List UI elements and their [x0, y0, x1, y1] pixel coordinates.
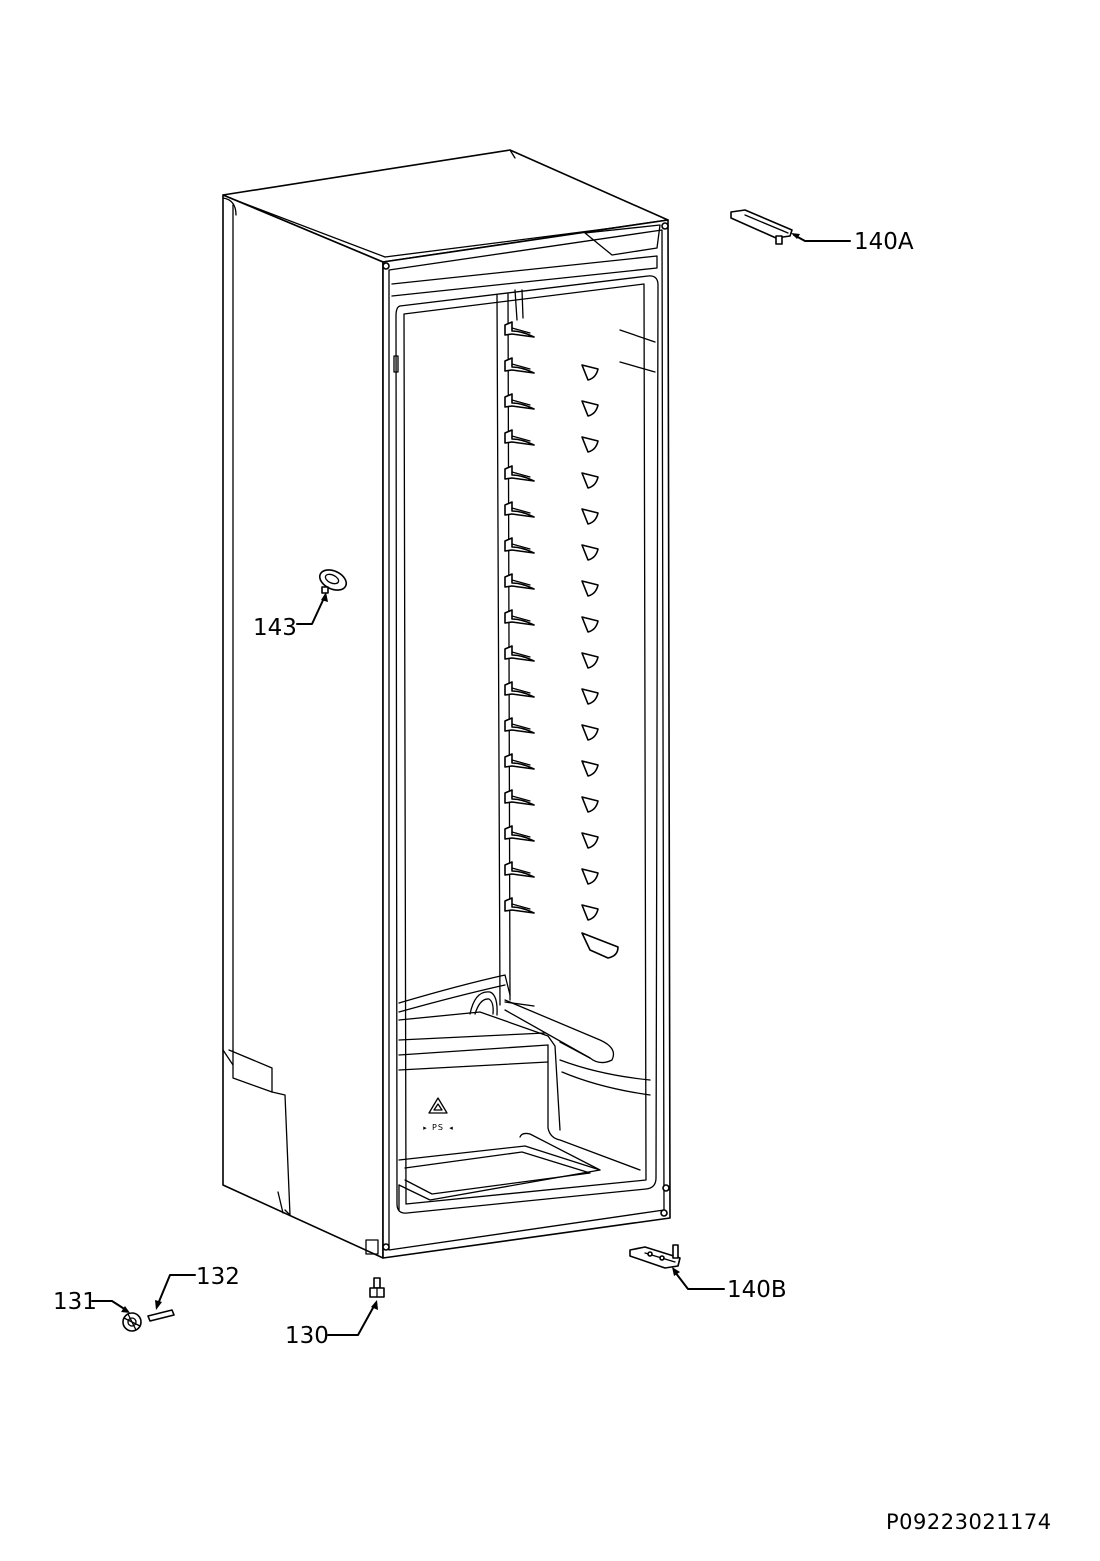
- shelf-peg: [581, 364, 599, 381]
- shelf-rail-tooth: [504, 321, 535, 338]
- shelf-peg: [581, 796, 599, 813]
- fridge-bottom-compartment: PS ▸ ◂: [398, 974, 651, 1211]
- shelf-rail-tooth: [504, 897, 535, 914]
- shelf-peg: [581, 724, 599, 741]
- shelf-peg: [581, 832, 599, 849]
- shelf-rail-tooth: [504, 429, 535, 446]
- document-code: P09223021174: [886, 1510, 1052, 1534]
- shelf-rail-line: [511, 363, 531, 370]
- shelf-peg: [581, 400, 599, 417]
- part-131-adjustable-foot: 131: [53, 1289, 142, 1332]
- shelf-rail-line: [511, 615, 531, 622]
- recycle-arrow-right-icon: ◂: [449, 1124, 453, 1132]
- shelf-rail-line: [511, 327, 531, 334]
- shelf-peg: [581, 508, 599, 525]
- leader-arrow-143-icon: [321, 592, 328, 602]
- shelf-rail-tooth: [504, 501, 535, 518]
- leader-arrow-130-icon: [371, 1300, 378, 1310]
- shelf-peg: [581, 616, 599, 633]
- shelf-peg: [581, 688, 599, 705]
- fridge-cabinet: [222, 149, 671, 1259]
- shelf-peg: [581, 436, 599, 453]
- shelf-rail-line: [511, 723, 531, 730]
- shelf-rail-line: [511, 759, 531, 766]
- shelf-peg-large: [581, 932, 619, 959]
- label-143: 143: [253, 615, 297, 641]
- shelf-rail-tooth: [504, 789, 535, 806]
- part-140B-bottom-hinge: 140B: [629, 1244, 787, 1303]
- shelf-rail-tooth: [504, 861, 535, 878]
- shelf-rail-tooth: [504, 645, 535, 662]
- shelf-rail-line: [511, 399, 531, 406]
- shelf-rail-line: [511, 903, 531, 910]
- shelf-rail-line: [511, 507, 531, 514]
- leader-arrow-132-icon: [155, 1300, 162, 1310]
- recycle-arrow-left-icon: ▸: [423, 1124, 427, 1132]
- label-131: 131: [53, 1289, 97, 1315]
- shelf-rail-tooth: [504, 573, 535, 590]
- part-130-screw: 130: [285, 1277, 385, 1349]
- shelf-rail-line: [511, 471, 531, 478]
- shelf-support-column: [504, 321, 619, 1007]
- shelf-rail-tooth: [504, 357, 535, 374]
- shelf-peg: [581, 544, 599, 561]
- label-130: 130: [285, 1323, 329, 1349]
- shelf-rail-tooth: [504, 537, 535, 554]
- shelf-rail-line: [511, 795, 531, 802]
- label-140B: 140B: [727, 1277, 787, 1303]
- shelf-rail-line: [511, 543, 531, 550]
- label-140A: 140A: [854, 229, 914, 255]
- shelf-rail-tooth: [504, 717, 535, 734]
- leader-arrow-140A-icon: [791, 233, 800, 239]
- shelf-peg: [581, 652, 599, 669]
- shelf-peg: [581, 472, 599, 489]
- shelf-rail-line: [511, 867, 531, 874]
- recycle-code-label: PS: [432, 1123, 444, 1132]
- shelf-rail-line: [511, 579, 531, 586]
- shelf-rail-tooth: [504, 825, 535, 842]
- label-132: 132: [196, 1264, 240, 1290]
- shelf-rail-tooth: [504, 681, 535, 698]
- shelf-rail-line: [511, 687, 531, 694]
- shelf-rail-line: [511, 831, 531, 838]
- shelf-rail-line: [511, 435, 531, 442]
- shelf-rail-line: [511, 651, 531, 658]
- leader-arrow-140B-icon: [672, 1267, 680, 1276]
- part-132-pin: 132: [147, 1264, 240, 1322]
- shelf-peg: [581, 580, 599, 597]
- shelf-rail-tooth: [504, 753, 535, 770]
- shelf-rail-tooth: [504, 609, 535, 626]
- part-140A-top-hinge: 140A: [730, 209, 914, 255]
- part-143-plug: 143: [253, 569, 348, 641]
- shelf-rail-tooth: [504, 465, 535, 482]
- leader-arrow-131-icon: [121, 1306, 130, 1313]
- shelf-peg: [581, 760, 599, 777]
- shelf-rail-tooth: [504, 393, 535, 410]
- shelf-peg: [581, 904, 599, 921]
- shelf-peg: [581, 868, 599, 885]
